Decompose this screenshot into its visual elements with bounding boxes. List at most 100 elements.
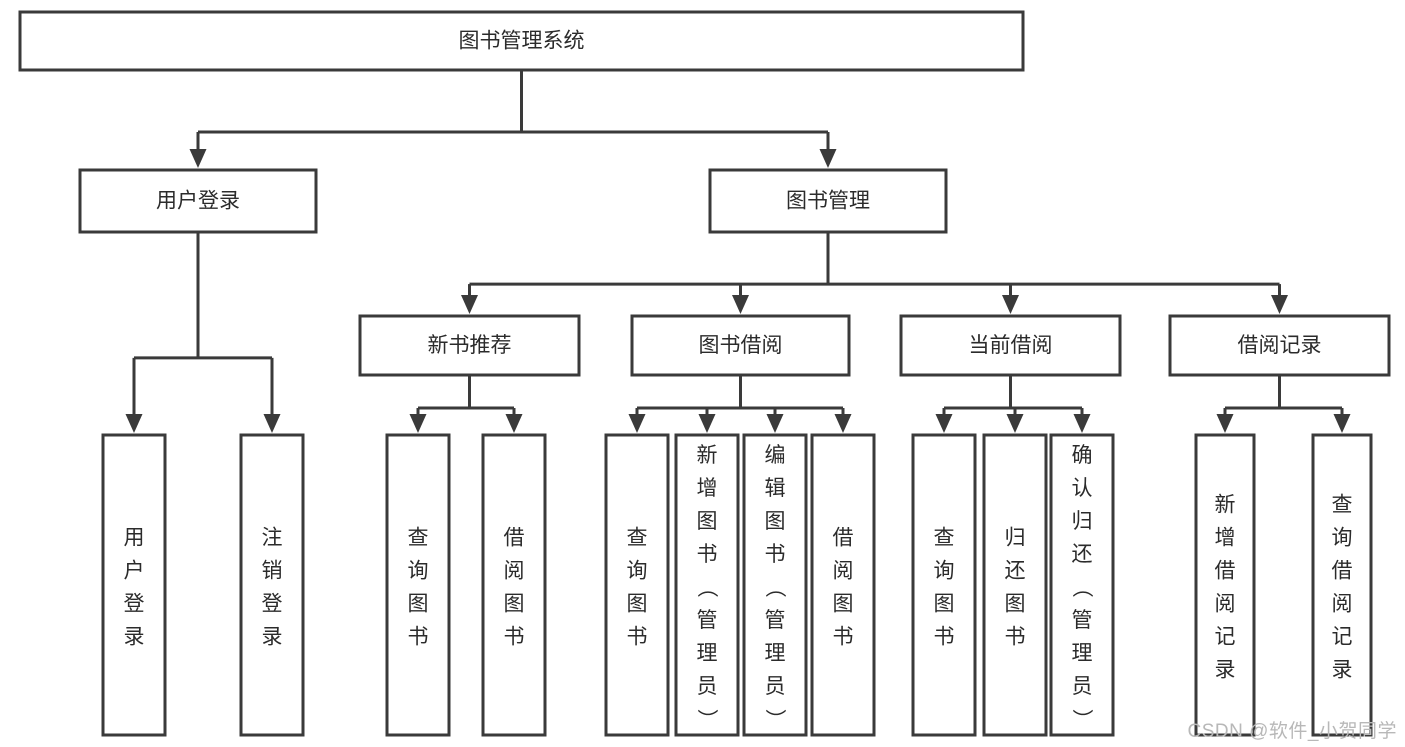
svg-text:图: 图 — [697, 510, 718, 533]
svg-text:编: 编 — [765, 444, 786, 467]
node-box-leaf-edit-book[interactable] — [742, 433, 808, 737]
svg-text:管: 管 — [1072, 609, 1093, 632]
svg-text:录: 录 — [1332, 659, 1353, 682]
node-box-leaf-return-book[interactable] — [982, 433, 1048, 737]
node-box-leaf-query-record[interactable] — [1311, 433, 1373, 737]
node-box-user-login[interactable] — [78, 168, 318, 234]
node-box-current-borrow[interactable] — [899, 314, 1122, 377]
svg-text:还: 还 — [1072, 543, 1093, 566]
node-box-leaf-borrow-book-bb[interactable] — [810, 433, 876, 737]
arrow-icon-user-login — [189, 149, 207, 168]
svg-text:录: 录 — [1215, 659, 1236, 682]
node-box-leaf-add-record[interactable] — [1194, 433, 1256, 737]
node-label-book-borrow: 图书借阅 — [699, 334, 783, 357]
svg-text:阅: 阅 — [1215, 593, 1236, 616]
node-label-leaf-user-login: 用户登录 — [124, 527, 145, 649]
svg-text:户: 户 — [124, 560, 145, 583]
svg-text:归: 归 — [1072, 510, 1093, 533]
arrow-icon-leaf-query-record — [1333, 414, 1351, 433]
svg-text:查: 查 — [1332, 494, 1353, 517]
arrow-icon-leaf-logout — [263, 414, 281, 433]
node-box-leaf-logout[interactable] — [239, 433, 305, 737]
svg-text:图: 图 — [934, 593, 955, 616]
svg-text:员: 员 — [765, 675, 786, 698]
svg-text:图: 图 — [627, 593, 648, 616]
svg-text:新: 新 — [697, 444, 718, 467]
svg-text:新: 新 — [1215, 494, 1236, 517]
arrow-icon-leaf-query-book-rec — [409, 414, 427, 433]
svg-text:登: 登 — [262, 593, 283, 616]
svg-text:员: 员 — [1072, 675, 1093, 698]
node-box-book-manage[interactable] — [708, 168, 948, 234]
arrow-icon-leaf-user-login — [125, 414, 143, 433]
node-label-book-manage: 图书管理 — [786, 190, 870, 213]
svg-text:图: 图 — [1005, 593, 1026, 616]
svg-text:书: 书 — [504, 626, 525, 649]
arrow-icon-new-book-rec — [461, 295, 478, 314]
svg-text:阅: 阅 — [833, 560, 854, 583]
svg-text:书: 书 — [833, 626, 854, 649]
svg-text:图: 图 — [765, 510, 786, 533]
svg-text:）: ） — [1070, 709, 1093, 730]
node-label-borrow-record: 借阅记录 — [1238, 334, 1322, 357]
svg-text:借: 借 — [1332, 560, 1353, 583]
svg-text:辑: 辑 — [765, 477, 786, 500]
svg-text:（: （ — [695, 577, 718, 598]
svg-text:询: 询 — [408, 560, 429, 583]
node-box-root[interactable] — [18, 10, 1025, 72]
node-box-leaf-user-login[interactable] — [101, 433, 167, 737]
node-box-book-borrow[interactable] — [630, 314, 851, 377]
svg-text:增: 增 — [1215, 527, 1236, 550]
svg-text:记: 记 — [1215, 626, 1236, 649]
svg-text:借: 借 — [1215, 560, 1236, 583]
svg-text:书: 书 — [765, 543, 786, 566]
arrow-icon-book-manage — [819, 149, 837, 168]
arrow-icon-leaf-borrow-book-rec — [505, 414, 523, 433]
node-box-new-book-rec[interactable] — [358, 314, 581, 377]
svg-text:理: 理 — [1072, 642, 1093, 665]
svg-text:书: 书 — [1005, 626, 1026, 649]
arrow-icon-leaf-add-record — [1216, 414, 1234, 433]
node-box-borrow-record[interactable] — [1168, 314, 1391, 377]
svg-text:员: 员 — [697, 675, 718, 698]
arrow-icon-book-borrow — [732, 295, 749, 314]
node-box-leaf-confirm-return[interactable] — [1049, 433, 1115, 737]
arrow-icon-leaf-edit-book — [766, 414, 784, 433]
svg-text:（: （ — [1070, 577, 1093, 598]
svg-text:认: 认 — [1072, 477, 1093, 500]
node-box-leaf-query-book-rec[interactable] — [385, 433, 451, 737]
svg-text:阅: 阅 — [1332, 593, 1353, 616]
node-box-leaf-add-book[interactable] — [674, 433, 740, 737]
node-box-leaf-query-book-cb[interactable] — [911, 433, 977, 737]
svg-text:管: 管 — [765, 609, 786, 632]
svg-text:增: 增 — [697, 477, 718, 500]
svg-text:用: 用 — [124, 527, 145, 550]
svg-text:登: 登 — [124, 593, 145, 616]
svg-text:归: 归 — [1005, 527, 1026, 550]
svg-text:查: 查 — [408, 527, 429, 550]
arrow-icon-current-borrow — [1002, 295, 1019, 314]
csdn-watermark: CSDN @软件_小贺同学 — [1187, 721, 1397, 742]
node-box-leaf-query-book-bb[interactable] — [604, 433, 670, 737]
arrow-icon-leaf-add-book — [698, 414, 716, 433]
node-box-leaf-borrow-book-rec[interactable] — [481, 433, 547, 737]
arrow-icon-leaf-return-book — [1006, 414, 1024, 433]
svg-text:查: 查 — [627, 527, 648, 550]
arrow-icon-leaf-confirm-return — [1073, 414, 1091, 433]
arrow-icon-borrow-record — [1271, 295, 1288, 314]
node-label-root: 图书管理系统 — [459, 30, 585, 53]
svg-text:录: 录 — [262, 626, 283, 649]
svg-text:书: 书 — [627, 626, 648, 649]
